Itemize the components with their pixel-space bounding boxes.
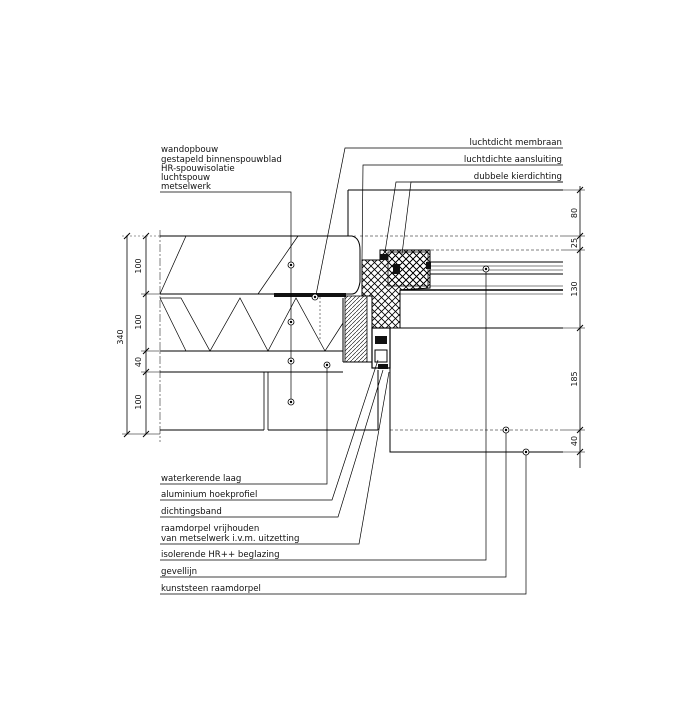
right-dimension-chain: 80 25 130 185 40 — [563, 186, 585, 468]
dim-left-seg-4: 100 — [134, 394, 143, 409]
left-stack-labels: wandopbouw gestapeld binnenspouwblad HR-… — [161, 145, 282, 192]
label-spouwisolatie: HR-spouwisolatie — [161, 164, 235, 174]
label-wandopbouw: wandopbouw — [161, 145, 218, 155]
label-luchtdicht-membraan: luchtdicht membraan — [470, 138, 563, 148]
left-dimension-chain: 340 100 100 40 100 — [116, 232, 358, 438]
label-metselwerk: metselwerk — [161, 182, 211, 192]
membrane-and-profile — [274, 293, 368, 363]
label-binnenspouwblad: gestapeld binnenspouwblad — [161, 155, 282, 165]
leader-markers — [287, 261, 530, 456]
label-aluminium-hoekprofiel: aluminium hoekprofiel — [161, 490, 257, 500]
label-luchtdichte-aansluiting: luchtdichte aansluiting — [464, 155, 562, 165]
dim-right-seg-1: 80 — [570, 208, 579, 218]
dim-right-seg-4: 185 — [570, 371, 579, 386]
dim-right-seg-2: 25 — [570, 238, 579, 248]
dim-left-seg-3: 40 — [134, 357, 143, 367]
dim-left-total: 340 — [116, 329, 125, 344]
dim-right-seg-5: 40 — [570, 436, 579, 446]
top-right-labels: luchtdicht membraan luchtdichte aansluit… — [464, 138, 562, 182]
label-metselwerk-uitzetting: van metselwerk i.v.m. uitzetting — [161, 534, 299, 544]
window-frame — [347, 189, 563, 453]
dim-left-seg-2: 100 — [134, 314, 143, 329]
leader-lines — [160, 147, 563, 595]
label-waterkerende-laag: waterkerende laag — [161, 474, 241, 484]
label-dichtingsband: dichtingsband — [161, 507, 222, 517]
label-dubbele-kierdichting: dubbele kierdichting — [474, 172, 562, 182]
label-raamdorpel-vrijhouden: raamdorpel vrijhouden — [161, 524, 259, 534]
wall-layers — [159, 230, 379, 442]
label-hr-beglazing: isolerende HR++ beglazing — [161, 550, 280, 560]
label-kunststeen-raamdorpel: kunststeen raamdorpel — [161, 584, 261, 594]
label-gevellijn: gevellijn — [161, 567, 197, 577]
bottom-labels: waterkerende laag aluminium hoekprofiel … — [161, 474, 299, 594]
label-luchtspouw: luchtspouw — [161, 173, 210, 183]
dim-right-seg-3: 130 — [570, 281, 579, 296]
dim-left-seg-1: 100 — [134, 258, 143, 273]
